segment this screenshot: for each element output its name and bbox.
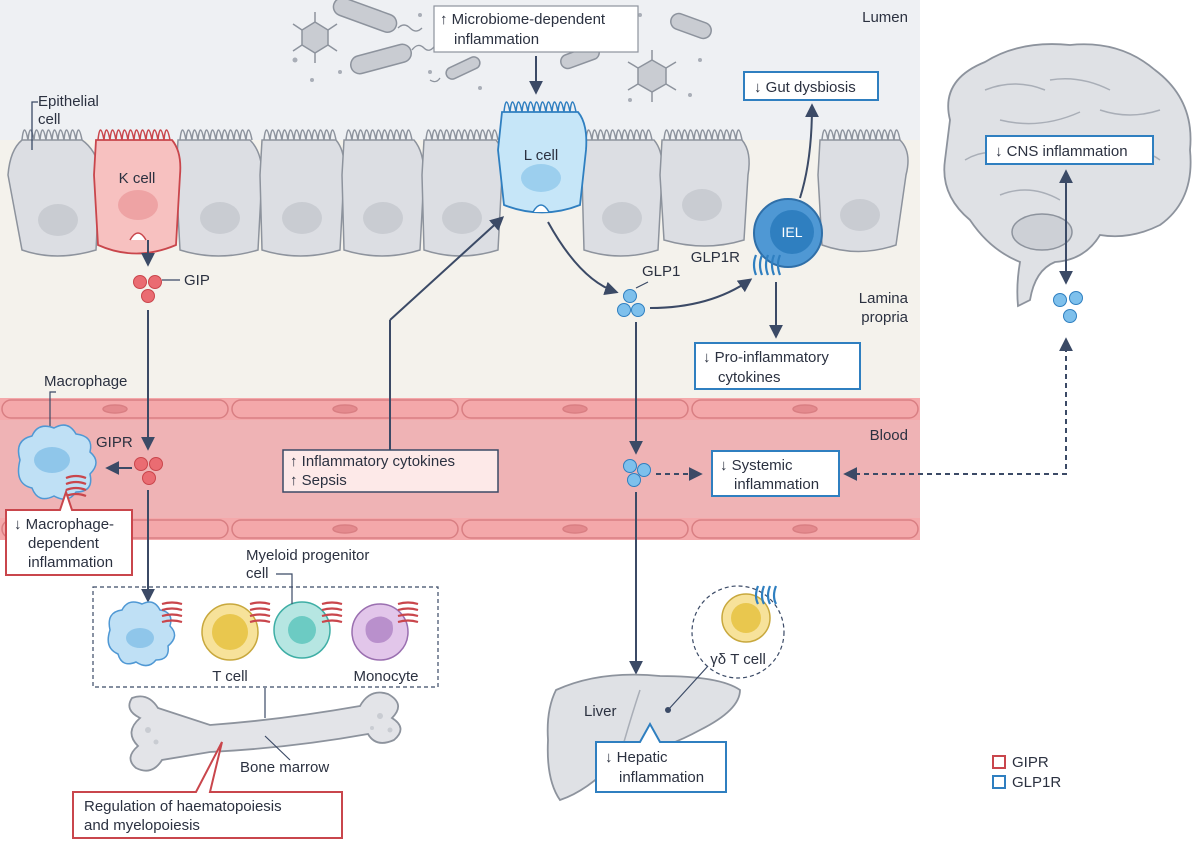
label-liver: Liver (584, 703, 617, 720)
systemic-line-1: ↓ Systemic (720, 457, 793, 474)
virus-icon (292, 12, 677, 102)
k-cell (93, 129, 182, 255)
label-gip: GIP (184, 272, 210, 289)
gut-dysbiosis-box (743, 71, 879, 101)
hepatic-callout (595, 721, 727, 793)
glp1-molecule-brain (1053, 291, 1083, 323)
systemic-box (711, 450, 840, 497)
macrophage-nucleus (34, 447, 70, 473)
label-myeloid-1: Myeloid progenitor (246, 547, 369, 564)
epithelial-layer: K cell L cell IEL GLP1R (7, 101, 909, 276)
label-k-cell: K cell (119, 170, 156, 187)
bone-icon (128, 691, 402, 772)
arrow-lcell-to-glp1 (547, 221, 619, 296)
microvilli (21, 129, 901, 141)
pro-inflam-line-1: ↓ Pro-inflammatory (703, 349, 829, 366)
macro-dep-line-2: dependent (28, 535, 100, 552)
legend: GIPR GLP1R (992, 754, 1061, 791)
macro-dep-line-1: ↓ Macrophage- (14, 516, 114, 533)
legend-gipr-label: GIPR (1012, 754, 1049, 771)
label-monocyte: Monocyte (353, 668, 418, 685)
label-t-cell: T cell (212, 668, 248, 685)
glp1-molecule-blood (623, 459, 651, 487)
pro-inflam-line-2: cytokines (718, 369, 781, 386)
label-blood: Blood (870, 427, 908, 444)
blood-vessel-bottom-wall (0, 518, 920, 540)
macrophage-pointer (49, 391, 56, 430)
gip-molecule (133, 275, 162, 303)
inflam-cytokines-line-1: ↑ Inflammatory cytokines (290, 453, 455, 470)
systemic-line-2: inflammation (734, 476, 819, 493)
label-myeloid-2: cell (246, 565, 269, 582)
gd-t-cell-nucleus (731, 603, 761, 633)
legend-glp1r-swatch (992, 775, 1006, 789)
glp1r-receptor-iel (752, 254, 782, 276)
t-cell-nucleus (212, 614, 248, 650)
gipr-receptor-macrophage (65, 474, 87, 498)
bone-marrow-pointer (264, 735, 291, 761)
immune-cells-group (92, 586, 439, 688)
haemato-callout (72, 741, 343, 839)
glp1-pointer (635, 281, 649, 289)
flagella (397, 24, 441, 83)
label-gipr: GIPR (96, 434, 133, 451)
iel-cell (753, 198, 823, 268)
label-lamina-1: Lamina (859, 290, 909, 307)
monocyte-nucleus (365, 616, 393, 643)
epithelial-pointer (31, 101, 38, 150)
label-epithelial-1: Epithelial (38, 93, 99, 110)
l-cell (497, 101, 588, 214)
macro-dep-line-3: inflammation (28, 554, 113, 571)
gip-molecule-blood (134, 457, 163, 485)
haemato-line-2: and myelopoiesis (84, 817, 200, 834)
microbiome-box (433, 5, 639, 53)
arrow-glp1-to-iel (649, 278, 753, 309)
liver-pointer-dot (665, 707, 671, 713)
label-glp1: GLP1 (642, 263, 680, 280)
bacteria-rod-icon (332, 0, 712, 80)
cns-box (985, 135, 1154, 165)
arrow-sepsis-to-lcell-2 (389, 216, 505, 321)
arrow-iel-to-dysbiosis (799, 103, 819, 199)
inflam-cytokines-box (282, 449, 499, 493)
label-epithelial-2: cell (38, 111, 61, 128)
label-iel: IEL (781, 224, 802, 240)
gipr-receptor-cells (161, 601, 419, 624)
label-lumen: Lumen (862, 9, 908, 26)
label-l-cell: L cell (524, 147, 558, 164)
hepatic-line-1: ↓ Hepatic (605, 749, 668, 766)
myeloid-cell-nucleus (288, 616, 316, 644)
label-lamina-2: propria (861, 309, 908, 326)
legend-gipr-swatch (992, 755, 1006, 769)
macrophage-small-nucleus (126, 628, 154, 648)
blood-vessel-top-wall (0, 398, 920, 420)
gd-to-liver-pointer (667, 665, 709, 711)
glp1r-receptor-gd (754, 585, 778, 605)
inflam-cytokines-line-2: ↑ Sepsis (290, 472, 347, 489)
label-glp1r: GLP1R (691, 249, 740, 266)
glp1-molecule (617, 289, 645, 317)
brain-illustration (943, 43, 1192, 308)
microbiome-line-2: inflammation (454, 31, 539, 48)
haemato-line-1: Regulation of haematopoiesis (84, 798, 282, 815)
cns-text: ↓ CNS inflammation (995, 143, 1128, 160)
legend-glp1r-label: GLP1R (1012, 774, 1061, 791)
gut-dysbiosis-text: ↓ Gut dysbiosis (754, 79, 856, 96)
label-bone-marrow: Bone marrow (240, 759, 329, 776)
microbiome-line-1: ↑ Microbiome-dependent (440, 11, 606, 28)
hepatic-line-2: inflammation (619, 769, 704, 786)
dashed-connector-brain (843, 337, 1073, 481)
label-macrophage: Macrophage (44, 373, 127, 390)
label-gd-t-cell: γδ T cell (710, 651, 766, 668)
myeloid-pointer (276, 573, 293, 604)
epithelial-nuclei (38, 189, 880, 236)
macro-dep-callout (5, 488, 133, 576)
